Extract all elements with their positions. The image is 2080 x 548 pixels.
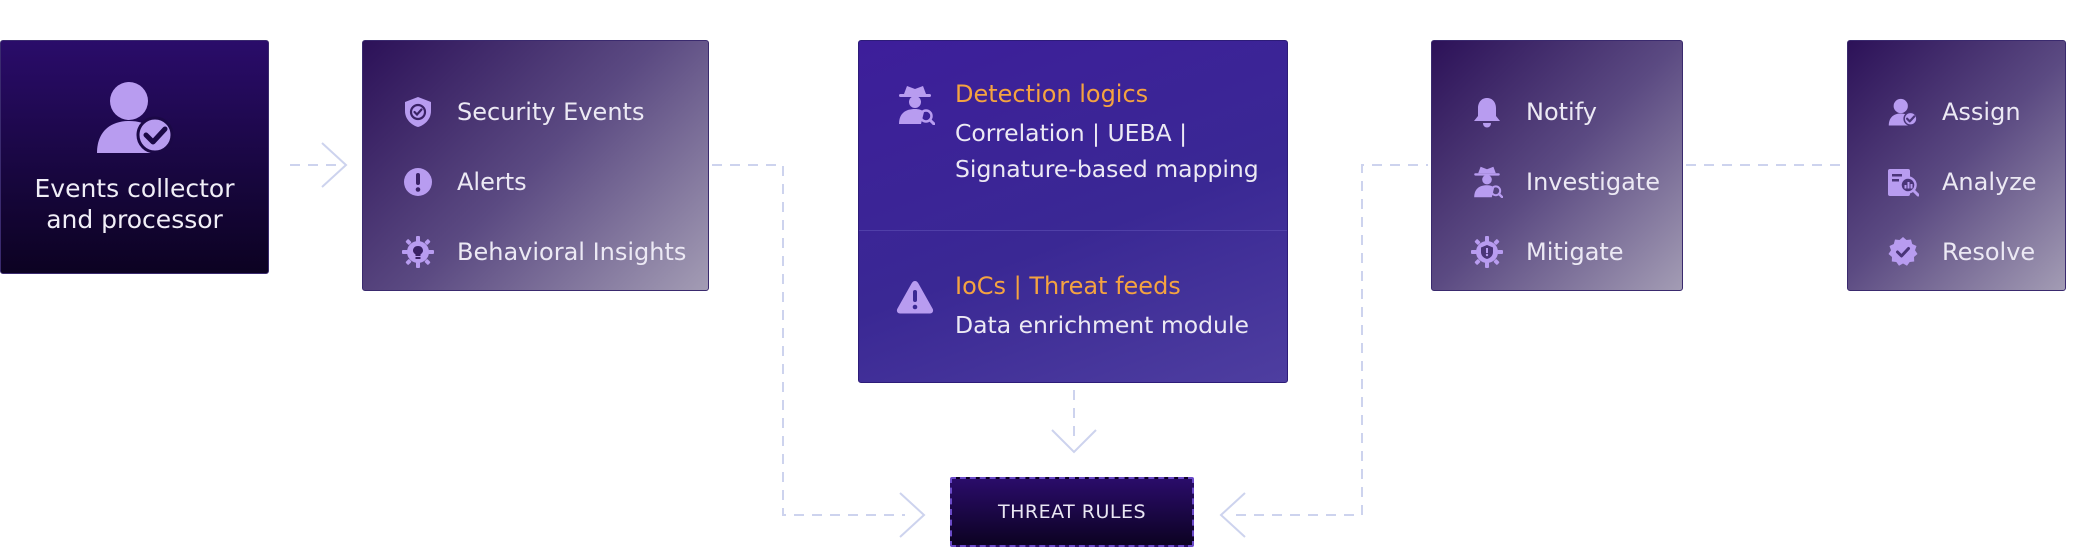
resolution-card: Assign Analyze — [1847, 40, 2066, 291]
event-type-label: Behavioral Insights — [457, 238, 687, 266]
chart-magnifier-icon — [1886, 165, 1920, 199]
arrowhead-events — [321, 142, 348, 188]
detection-card: Detection logics Correlation | UEBA | Si… — [858, 40, 1288, 383]
threat-feeds-heading: IoCs | Threat feeds — [955, 272, 1181, 300]
response-label: Mitigate — [1526, 238, 1624, 266]
list-item: Investigate — [1470, 147, 1660, 217]
gear-bulb-icon — [401, 235, 435, 269]
arrowhead-rules-left — [899, 492, 926, 538]
resolution-label: Resolve — [1942, 238, 2036, 266]
response-card: Notify Investigate — [1431, 40, 1683, 291]
list-item: Analyze — [1886, 147, 2037, 217]
gear-shield-icon — [1470, 235, 1504, 269]
threat-rules-label: THREAT RULES — [997, 501, 1147, 523]
user-check-icon — [1886, 95, 1920, 129]
detection-logic-heading: Detection logics — [955, 80, 1149, 108]
list-item: Resolve — [1886, 217, 2037, 287]
arrowhead-rules-right — [1219, 492, 1246, 538]
event-types-card: Security Events Alerts — [362, 40, 709, 291]
event-type-label: Security Events — [457, 98, 645, 126]
response-list: Notify Investigate — [1470, 77, 1660, 287]
response-label: Notify — [1526, 98, 1597, 126]
resolution-label: Analyze — [1942, 168, 2037, 196]
detective-icon — [895, 85, 935, 125]
list-item: Security Events — [401, 77, 686, 147]
list-item: Mitigate — [1470, 217, 1660, 287]
warning-triangle-icon — [895, 277, 935, 317]
event-types-list: Security Events Alerts — [401, 77, 686, 287]
user-check-icon — [95, 79, 175, 159]
response-label: Investigate — [1526, 168, 1660, 196]
list-item: Alerts — [401, 147, 686, 217]
alert-circle-icon — [401, 165, 435, 199]
shield-check-icon — [401, 95, 435, 129]
detective-icon — [1470, 165, 1504, 199]
resolution-list: Assign Analyze — [1886, 77, 2037, 287]
list-item: Assign — [1886, 77, 2037, 147]
resolution-label: Assign — [1942, 98, 2021, 126]
arrowhead-detection — [1051, 429, 1097, 454]
list-item: Notify — [1470, 77, 1660, 147]
threat-rules-box: THREAT RULES — [950, 477, 1194, 547]
bell-icon — [1470, 95, 1504, 129]
detection-logic-section: Detection logics Correlation | UEBA | Si… — [895, 79, 1265, 187]
threat-feeds-body: Data enrichment module — [955, 311, 1249, 339]
collector-card: Events collector and processor — [0, 40, 269, 274]
event-type-label: Alerts — [457, 168, 527, 196]
detection-logic-body: Correlation | UEBA | Signature-based map… — [955, 119, 1259, 183]
section-divider — [859, 230, 1287, 231]
check-badge-icon — [1886, 235, 1920, 269]
list-item: Behavioral Insights — [401, 217, 686, 287]
threat-feeds-section: IoCs | Threat feeds Data enrichment modu… — [895, 271, 1265, 343]
collector-title: Events collector and processor — [34, 174, 235, 234]
